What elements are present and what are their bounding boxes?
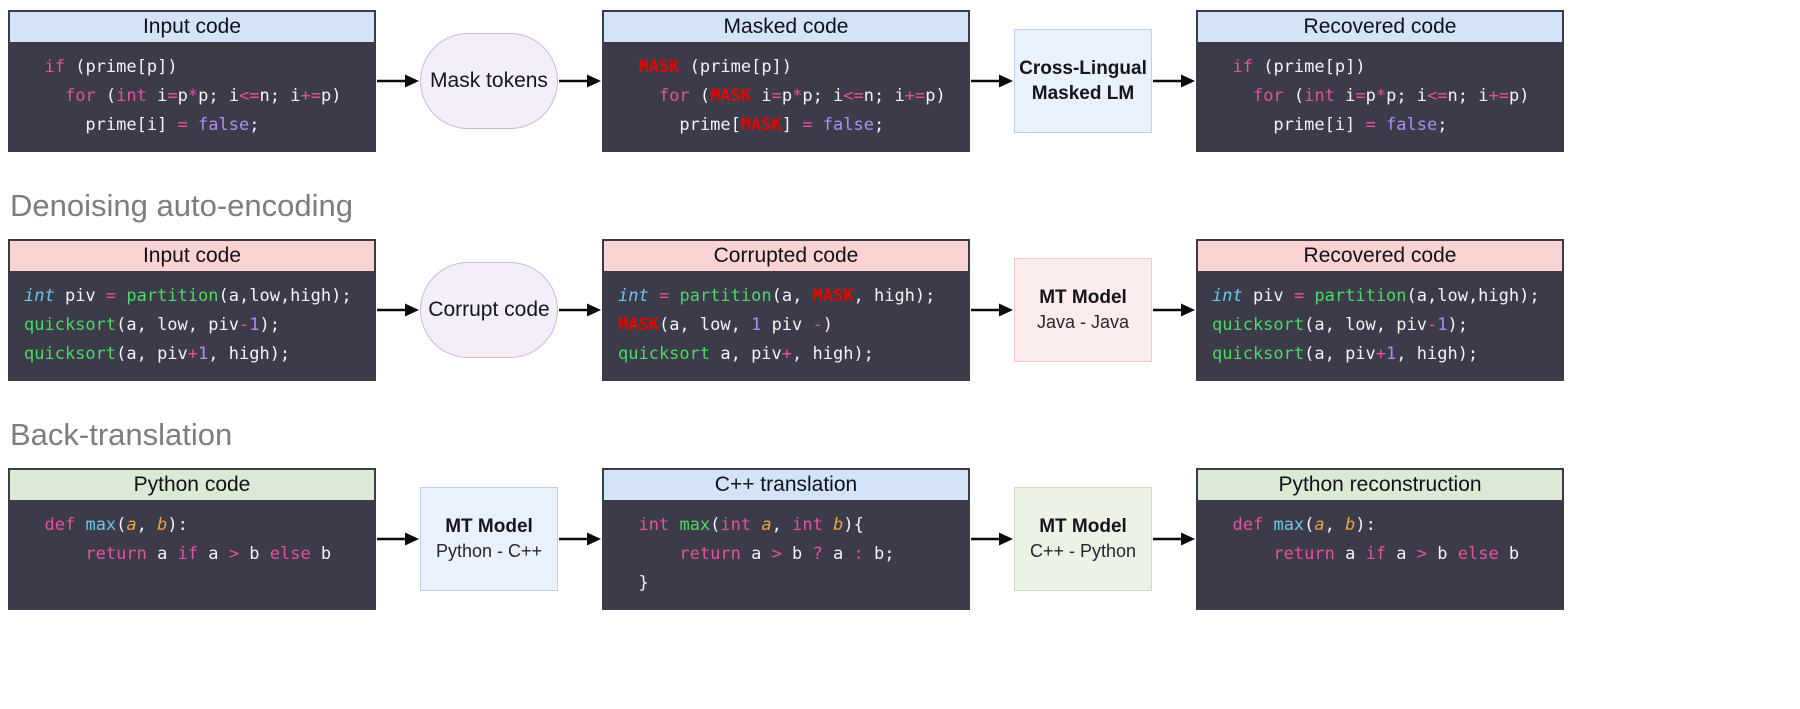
code-block: int piv = partition(a,low,high); quicksor…	[1198, 273, 1562, 369]
code-block: int = partition(a, MASK, high); MASK(a, l…	[604, 273, 968, 369]
code-line: return a > b ? a : b;	[679, 544, 895, 564]
code-box-mlm-masked: Masked code MASK (prime[p]) for (MASK i=…	[602, 10, 970, 152]
arrow-right-icon	[559, 74, 601, 88]
mt-model-cpp-python-node: MT Model C++ - Python	[1014, 487, 1152, 591]
code-box-title: Recovered code	[1198, 241, 1562, 273]
code-box-bt-cpp: C++ translation int max(int a, int b){ r…	[602, 468, 970, 610]
arrow-right-icon	[1153, 74, 1195, 88]
code-box-title: Input code	[10, 241, 374, 273]
code-block: def max(a, b): return a if a > b else b	[1198, 502, 1562, 569]
code-box-title: Corrupted code	[604, 241, 968, 273]
corrupt-code-node: Corrupt code	[420, 262, 558, 358]
code-block: int piv = partition(a,low,high); quicksor…	[10, 273, 374, 369]
code-box-title: Masked code	[604, 12, 968, 44]
code-line: for (int i=p*p; i<=n; i+=p)	[64, 86, 342, 106]
code-line: def max(a, b):	[44, 515, 188, 535]
code-box-title: Python reconstruction	[1198, 470, 1562, 502]
connector: Mask tokens	[376, 33, 602, 129]
code-line: quicksort(a, piv+1, high);	[24, 344, 291, 364]
section-label-back-translation: Back-translation	[10, 417, 233, 452]
arrow-right-icon	[971, 303, 1013, 317]
arrow-right-icon	[377, 74, 419, 88]
code-box-title: Recovered code	[1198, 12, 1562, 44]
code-box-bt-python: Python code def max(a, b): return a if a…	[8, 468, 376, 610]
code-box-dae-recovered: Recovered code int piv = partition(a,low…	[1196, 239, 1564, 381]
code-block: if (prime[p]) for (int i=p*p; i<=n; i+=p…	[10, 44, 374, 140]
code-block: def max(a, b): return a if a > b else b	[10, 502, 374, 569]
cross-lingual-masked-lm-node: Cross-Lingual Masked LM	[1014, 29, 1152, 133]
code-line: for (int i=p*p; i<=n; i+=p)	[1252, 86, 1530, 106]
connector: MT Model Python - C++	[376, 487, 602, 591]
model-node-subtitle: Python - C++	[435, 541, 543, 561]
model-node-subtitle: C++ - Python	[1029, 541, 1137, 561]
connector: MT Model C++ - Python	[970, 487, 1196, 591]
code-line: if (prime[p])	[1232, 57, 1366, 77]
row-back-translation: Python code def max(a, b): return a if a…	[8, 468, 1564, 610]
code-line: quicksort a, piv+, high);	[618, 344, 874, 364]
code-line: def max(a, b):	[1232, 515, 1376, 535]
pretraining-figure: Input code if (prime[p]) for (int i=p*p;…	[8, 0, 1564, 610]
code-line: prime[MASK] = false;	[618, 115, 885, 135]
code-box-title: Python code	[10, 470, 374, 502]
connector: Corrupt code	[376, 262, 602, 358]
arrow-right-icon	[1153, 532, 1195, 546]
arrow-right-icon	[377, 303, 419, 317]
code-box-mlm-input: Input code if (prime[p]) for (int i=p*p;…	[8, 10, 376, 152]
code-box-dae-corrupted: Corrupted code int = partition(a, MASK, …	[602, 239, 970, 381]
code-line: prime[i] = false;	[1212, 115, 1448, 135]
mask-tokens-node: Mask tokens	[420, 33, 558, 129]
model-node-title: Cross-Lingual	[1019, 58, 1147, 79]
arrow-right-icon	[377, 532, 419, 546]
code-line: MASK (prime[p])	[638, 57, 793, 77]
model-node-title: MT Model	[1039, 516, 1127, 537]
model-node-subtitle: Java - Java	[1036, 312, 1130, 332]
code-line: }	[618, 573, 649, 593]
code-line: quicksort(a, low, piv-1);	[24, 315, 280, 335]
connector: Cross-Lingual Masked LM	[970, 29, 1196, 133]
model-node-title: MT Model	[1039, 287, 1127, 308]
code-line: MASK(a, low, 1 piv -)	[618, 315, 834, 335]
mt-model-python-cpp-node: MT Model Python - C++	[420, 487, 558, 591]
arrow-right-icon	[971, 532, 1013, 546]
code-block: int max(int a, int b){ return a > b ? a …	[604, 502, 968, 598]
code-line: if (prime[p])	[44, 57, 178, 77]
mt-model-java-java-node: MT Model Java - Java	[1014, 258, 1152, 362]
oval-node-label: Mask tokens	[430, 69, 548, 92]
arrow-right-icon	[559, 303, 601, 317]
code-line: int = partition(a, MASK, high);	[618, 286, 936, 306]
code-block: MASK (prime[p]) for (MASK i=p*p; i<=n; i…	[604, 44, 968, 140]
code-line: int piv = partition(a,low,high);	[1212, 286, 1540, 306]
code-box-title: Input code	[10, 12, 374, 44]
code-box-dae-input: Input code int piv = partition(a,low,hig…	[8, 239, 376, 381]
code-line: return a if a > b else b	[1273, 544, 1520, 564]
code-box-bt-reconstruction: Python reconstruction def max(a, b): ret…	[1196, 468, 1564, 610]
row-denoising: Input code int piv = partition(a,low,hig…	[8, 239, 1564, 381]
code-box-mlm-recovered: Recovered code if (prime[p]) for (int i=…	[1196, 10, 1564, 152]
connector: MT Model Java - Java	[970, 258, 1196, 362]
code-line: prime[i] = false;	[24, 115, 260, 135]
oval-node-label: Corrupt code	[428, 298, 550, 321]
code-line: quicksort(a, low, piv-1);	[1212, 315, 1468, 335]
arrow-right-icon	[971, 74, 1013, 88]
arrow-right-icon	[559, 532, 601, 546]
arrow-right-icon	[1153, 303, 1195, 317]
model-node-title: MT Model	[445, 516, 533, 537]
code-line: int max(int a, int b){	[638, 515, 864, 535]
code-line: quicksort(a, piv+1, high);	[1212, 344, 1479, 364]
code-line: return a if a > b else b	[85, 544, 332, 564]
row-masked-lm: Input code if (prime[p]) for (int i=p*p;…	[8, 10, 1564, 152]
code-line: int piv = partition(a,low,high);	[24, 286, 352, 306]
code-block: if (prime[p]) for (int i=p*p; i<=n; i+=p…	[1198, 44, 1562, 140]
code-box-title: C++ translation	[604, 470, 968, 502]
model-node-subtitle: Masked LM	[1031, 83, 1135, 104]
section-label-denoising: Denoising auto-encoding	[10, 188, 353, 223]
code-line: for (MASK i=p*p; i<=n; i+=p)	[658, 86, 946, 106]
